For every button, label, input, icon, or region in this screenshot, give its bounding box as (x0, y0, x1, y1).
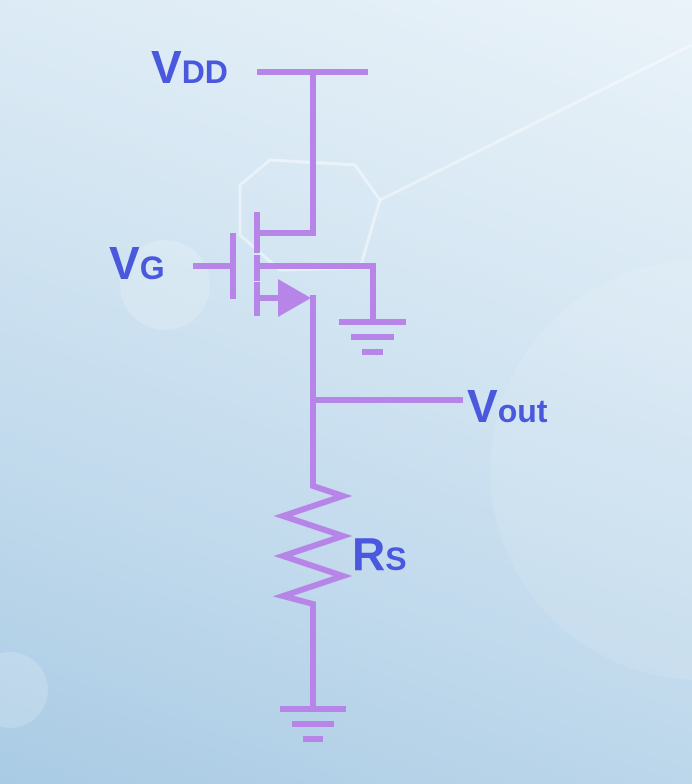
ground-icon (280, 706, 346, 742)
source-arrow-icon (278, 279, 311, 317)
vdd-label: VDD (151, 41, 228, 93)
vg-label: VG (109, 237, 165, 289)
vout-label: Vout (467, 380, 548, 432)
rs-label: RS (352, 528, 407, 580)
resistor-rs-icon (272, 475, 353, 615)
body-ground-icon (339, 319, 406, 355)
